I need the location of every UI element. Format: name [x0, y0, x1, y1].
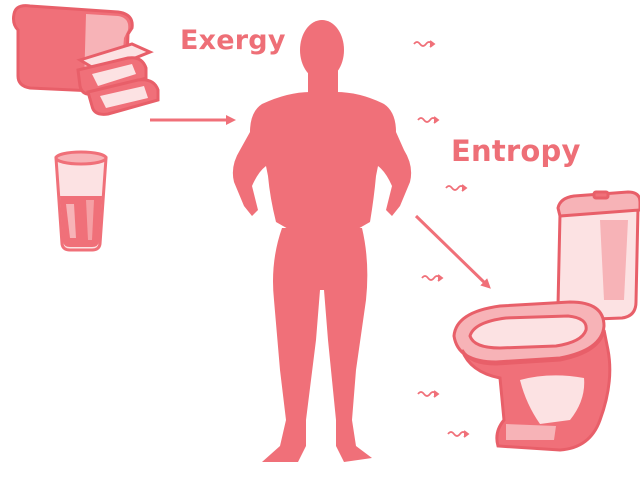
output-arrow	[416, 216, 488, 286]
bread-icon	[14, 6, 159, 115]
exergy-label: Exergy	[180, 25, 286, 56]
water-glass-icon	[56, 152, 106, 250]
toilet-icon	[454, 192, 640, 450]
entropy-label: Entropy	[451, 134, 581, 168]
heat-wave-3	[446, 185, 466, 191]
heat-wave-4	[422, 275, 442, 281]
heat-wave-1	[414, 41, 434, 47]
heat-wave-2	[418, 117, 438, 123]
heat-wave-5	[418, 391, 438, 397]
human-figure-icon	[233, 20, 411, 462]
heat-wave-6	[448, 431, 468, 437]
